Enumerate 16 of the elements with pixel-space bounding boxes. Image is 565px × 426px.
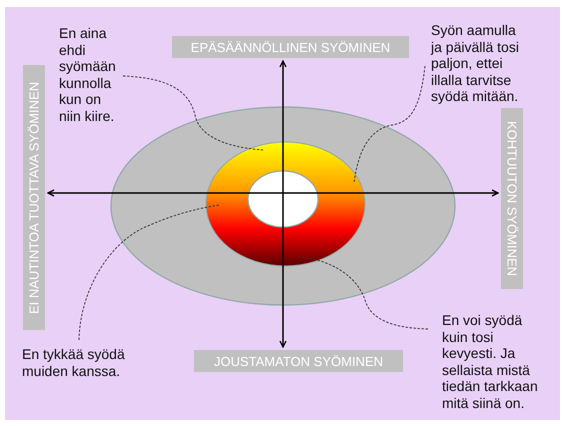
leader-line — [78, 204, 220, 340]
arrow — [279, 60, 287, 193]
leader-line — [298, 256, 428, 330]
leader-line — [354, 66, 426, 184]
arrow — [47, 189, 283, 197]
axis-label: KOHTUUTON SYÖMINEN — [501, 108, 523, 289]
axis-label: JOUSTAMATON SYÖMINEN — [194, 350, 403, 372]
axis-label: EPÄSÄÄNNÖLLINEN SYÖMINEN — [172, 36, 409, 58]
callout-text: Syön aamulla ja päivällä tosi paljon, ettei illalla tarvitse syödä mitään. — [431, 22, 523, 104]
axis-label: EI NAUTINTOA TUOTTAVA SYÖMINEN — [23, 65, 45, 330]
callout-text: En voi syödä kuin tosi kevyesti. Ja sellaista mistä tiedän tarkkaan mitä siinä on. — [442, 312, 544, 411]
arrow — [279, 193, 287, 348]
leader-line — [122, 76, 264, 150]
callout-text: En aina ehdi syömään kunnolla kun on niin kiire. — [59, 25, 123, 124]
callout-text: En tykkää syödä muiden kanssa. — [22, 346, 157, 379]
arrow — [283, 189, 499, 197]
